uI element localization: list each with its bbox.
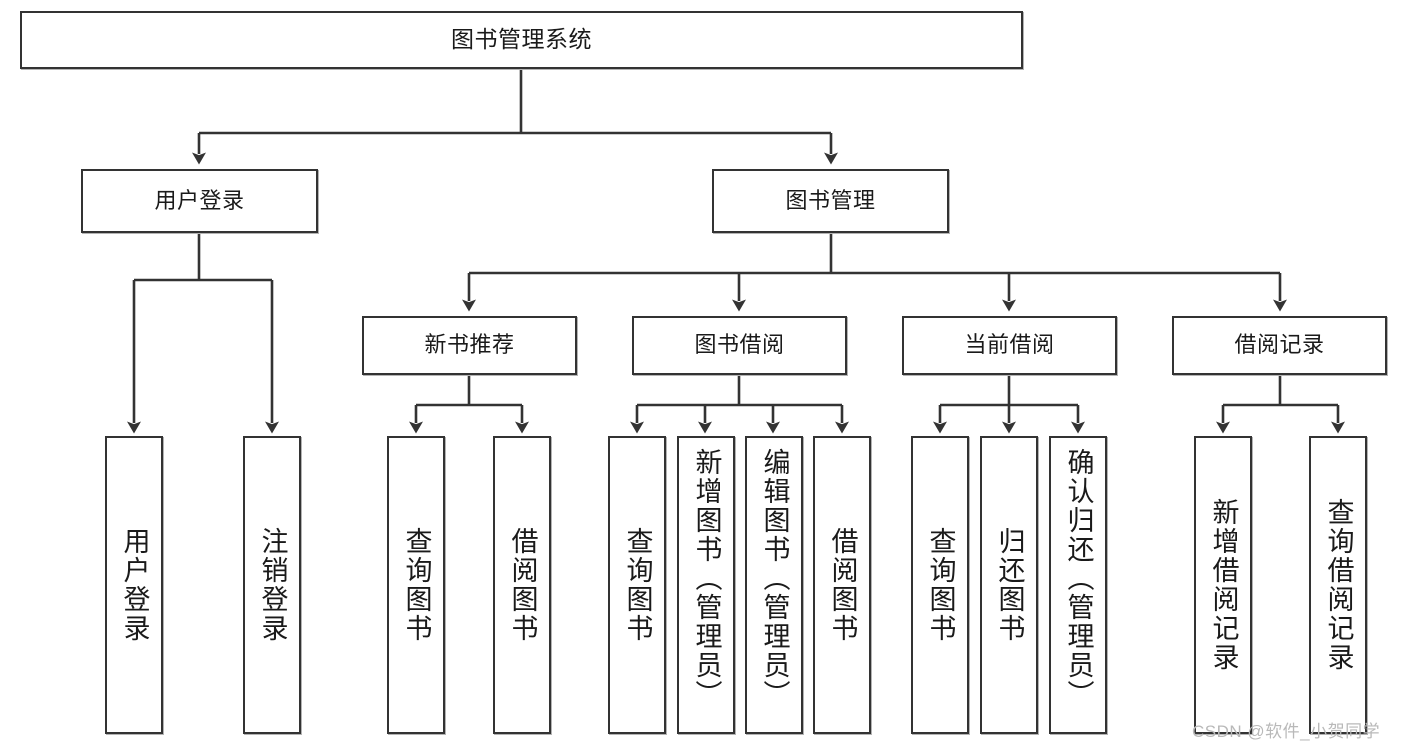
leaf-current-borrow-0[interactable]: 查询图书 (911, 436, 969, 734)
leaf-new-book-rec-1[interactable]: 借阅图书 (493, 436, 551, 734)
leaf-current-borrow-2[interactable]: 确认归还（管理员） (1049, 436, 1107, 734)
node-user-login[interactable]: 用户登录 (81, 169, 318, 233)
node-current-borrow[interactable]: 当前借阅 (902, 316, 1117, 375)
leaf-user-login-1[interactable]: 注销登录 (243, 436, 301, 734)
leaf-new-book-rec-1-label: 借阅图书 (507, 527, 538, 643)
node-borrow-record[interactable]: 借阅记录 (1172, 316, 1387, 375)
leaf-current-borrow-0-label: 查询图书 (925, 527, 956, 643)
leaf-new-book-rec-0[interactable]: 查询图书 (387, 436, 445, 734)
leaf-user-login-1-label: 注销登录 (257, 527, 288, 643)
leaf-book-borrow-3[interactable]: 借阅图书 (813, 436, 871, 734)
leaf-book-borrow-2-label: 编辑图书（管理员） (759, 448, 790, 709)
leaf-current-borrow-1[interactable]: 归还图书 (980, 436, 1038, 734)
leaf-book-borrow-2[interactable]: 编辑图书（管理员） (745, 436, 803, 734)
node-book-borrow-label: 图书借阅 (694, 332, 785, 358)
node-new-book-recommend[interactable]: 新书推荐 (362, 316, 577, 375)
node-user-login-label: 用户登录 (154, 187, 245, 213)
csdn-watermark: CSDN @软件_小贺同学 (1192, 722, 1381, 741)
node-current-borrow-label: 当前借阅 (964, 332, 1055, 358)
node-root-label: 图书管理系统 (451, 26, 592, 53)
leaf-book-borrow-1[interactable]: 新增图书（管理员） (677, 436, 735, 734)
leaf-book-borrow-3-label: 借阅图书 (827, 527, 858, 643)
leaf-borrow-record-0[interactable]: 新增借阅记录 (1194, 436, 1252, 734)
leaf-borrow-record-0-label: 新增借阅记录 (1208, 498, 1239, 672)
node-book-borrow[interactable]: 图书借阅 (632, 316, 847, 375)
node-book-manage-label: 图书管理 (785, 187, 876, 213)
node-root[interactable]: 图书管理系统 (20, 11, 1023, 69)
leaf-borrow-record-1[interactable]: 查询借阅记录 (1309, 436, 1367, 734)
leaf-book-borrow-1-label: 新增图书（管理员） (691, 448, 722, 709)
leaf-current-borrow-1-label: 归还图书 (994, 527, 1025, 643)
leaf-user-login-0-label: 用户登录 (119, 527, 150, 643)
leaf-book-borrow-0[interactable]: 查询图书 (608, 436, 666, 734)
leaf-book-borrow-0-label: 查询图书 (622, 527, 653, 643)
leaf-user-login-0[interactable]: 用户登录 (105, 436, 163, 734)
leaf-current-borrow-2-label: 确认归还（管理员） (1063, 448, 1094, 709)
leaf-new-book-rec-0-label: 查询图书 (401, 527, 432, 643)
node-borrow-record-label: 借阅记录 (1234, 332, 1325, 358)
leaf-borrow-record-1-label: 查询借阅记录 (1323, 498, 1354, 672)
node-book-manage[interactable]: 图书管理 (712, 169, 949, 233)
node-new-book-recommend-label: 新书推荐 (424, 332, 515, 358)
